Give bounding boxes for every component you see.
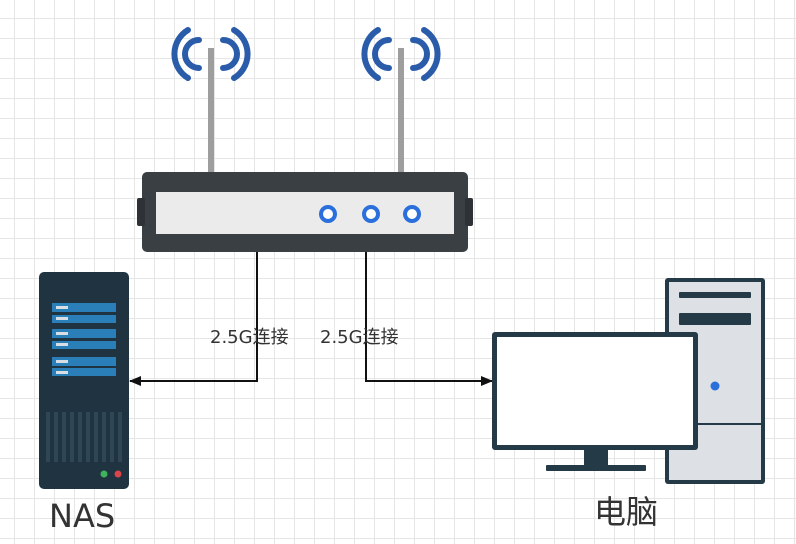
router-led-3	[403, 205, 421, 223]
nas-label: NAS	[49, 497, 116, 535]
router	[137, 27, 473, 252]
router-side-tab-right	[465, 198, 473, 226]
wifi-signal-icon-left	[171, 27, 251, 81]
router-led-1	[319, 205, 337, 223]
connection-line-to-pc	[365, 252, 493, 386]
pc-label: 电脑	[594, 493, 659, 531]
router-side-tab-left	[137, 198, 145, 226]
router-antenna-left	[208, 48, 214, 174]
monitor-icon	[492, 332, 698, 471]
router-antenna-right	[398, 48, 404, 174]
connection-label-right: 2.5G连接	[320, 327, 399, 348]
connection-line-to-nas	[129, 252, 258, 386]
wifi-signal-icon-right	[361, 27, 441, 81]
nas-server-icon	[39, 272, 129, 489]
connection-label-left: 2.5G连接	[210, 327, 289, 348]
router-led-2	[362, 205, 380, 223]
